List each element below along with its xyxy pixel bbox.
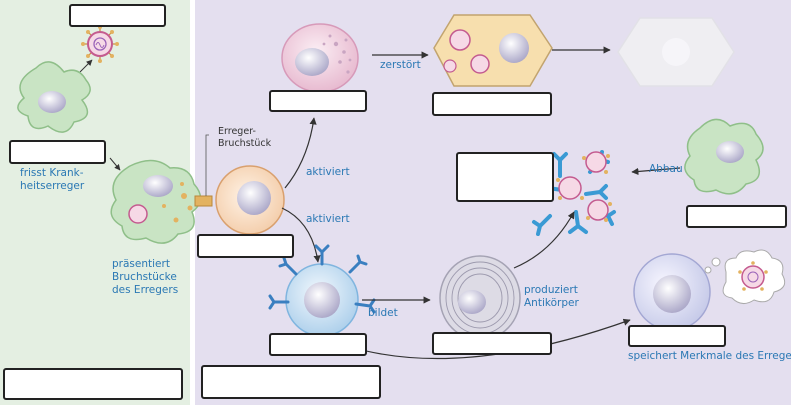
label-praesentiert-1: präsentiert — [112, 258, 170, 270]
macrophage-right-icon — [684, 118, 764, 195]
label-zerstoert: zerstört — [380, 59, 421, 71]
t-helper-cell-icon — [215, 165, 285, 235]
label-praesentiert-3: des Erregers — [112, 284, 179, 296]
answer-box-3[interactable] — [197, 234, 294, 258]
answer-box-5[interactable] — [432, 92, 552, 116]
answer-box-12[interactable] — [201, 365, 381, 399]
label-frisst-2: heitserreger — [20, 180, 85, 192]
answer-box-11[interactable] — [3, 368, 183, 400]
killer-t-cell-icon — [281, 23, 359, 93]
virus-icon — [81, 25, 119, 63]
answer-box-1[interactable] — [69, 4, 166, 27]
label-frisst-1: frisst Krank- — [20, 167, 84, 179]
label-produziert-2: Antikörper — [524, 297, 579, 309]
label-abbau: Abbau — [649, 163, 683, 175]
label-bildet: bildet — [368, 307, 398, 319]
answer-box-10[interactable] — [628, 325, 726, 347]
virus-cluster-icon — [558, 151, 609, 221]
b-cell-icon — [268, 244, 376, 348]
answer-box-9[interactable] — [432, 332, 552, 355]
memory-cell-icon — [633, 253, 711, 331]
label-praesentiert-2: Bruchstücke — [112, 271, 177, 283]
label-produziert-1: produziert — [524, 284, 578, 296]
answer-box-7[interactable] — [686, 205, 787, 228]
plasma-cell-icon — [439, 255, 521, 341]
macrophage-icon — [17, 61, 91, 133]
answer-box-8[interactable] — [269, 333, 367, 356]
label-speichert: speichert Merkmale des Erregers — [628, 350, 791, 362]
answer-box-6[interactable] — [456, 152, 554, 202]
label-erreger-2: Bruchstück — [218, 138, 272, 149]
infected-cell-icon — [433, 14, 553, 87]
label-aktiviert-lower: aktiviert — [306, 213, 350, 225]
macrophage-presenting-icon — [110, 159, 202, 244]
answer-box-4[interactable] — [269, 90, 367, 112]
label-erreger-1: Erreger- — [218, 126, 256, 137]
label-aktiviert-upper: aktiviert — [306, 166, 350, 178]
destroyed-cell-icon — [617, 17, 735, 87]
answer-box-2[interactable] — [9, 140, 106, 164]
virus-memory-icon — [738, 261, 768, 291]
